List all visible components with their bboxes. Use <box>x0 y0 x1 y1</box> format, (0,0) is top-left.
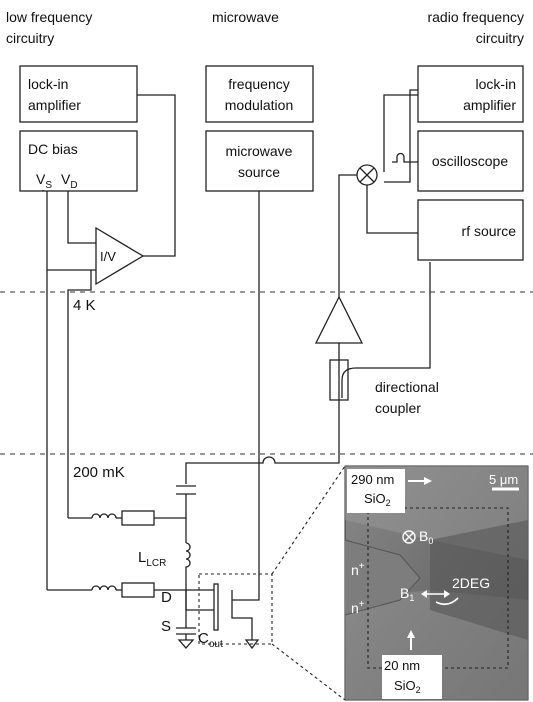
lockin-right-line2: amplifier <box>463 97 516 113</box>
rf-amplifier-icon <box>314 295 364 344</box>
wire-lockin-right-vertical <box>383 94 418 172</box>
vd-label: VD <box>61 171 78 191</box>
freq-mod-line1: frequency <box>228 76 289 92</box>
b1-label: B1 <box>400 585 414 603</box>
lockin-amplifier-left-box <box>19 65 138 123</box>
microwave-source-box <box>205 130 314 192</box>
mw-source-line1: microwave <box>226 143 293 159</box>
rf-source-box <box>417 199 524 261</box>
iv-label: I/V <box>100 249 116 264</box>
sem-top-thickness: 290 nm <box>351 472 394 487</box>
b0-cross <box>404 532 414 542</box>
sem-top-material: SiO2 <box>364 491 391 508</box>
header-low-frequency-line2: circuitry <box>6 30 54 46</box>
source-label: S <box>161 618 171 635</box>
sem-bottom-arrowhead <box>407 630 415 638</box>
coupling-capacitor-icon <box>176 485 196 518</box>
iv-converter-icon <box>95 226 145 286</box>
cout-label: Cout <box>198 630 223 650</box>
cout-capacitor-icon <box>176 627 196 640</box>
header-microwave: microwave <box>212 9 279 25</box>
sem-gate-region <box>430 520 528 640</box>
zoom-region <box>198 573 273 645</box>
source-inductor-icon <box>91 585 117 591</box>
header-radio-frequency-line1: radio frequency <box>427 9 524 25</box>
wire-microwave-source <box>232 191 260 601</box>
temp-4k: 4 K <box>73 297 96 314</box>
b1-arrowheads <box>421 590 450 598</box>
zoom-lines <box>271 465 346 701</box>
nplus-top-label: n+ <box>351 561 365 578</box>
coupler-label-line1: directional <box>375 379 439 395</box>
wire-coupler-to-tank <box>185 400 340 484</box>
device-plate-left <box>213 583 219 631</box>
oscilloscope-box <box>417 130 524 192</box>
ground-gate-icon <box>244 639 260 650</box>
coupler-label-line2: coupler <box>375 400 421 416</box>
sem-bottom-label-bg <box>382 655 442 699</box>
nplus-bottom-label: n+ <box>351 599 365 616</box>
ground-cout-icon <box>177 639 195 649</box>
sem-bottom-material: SiO2 <box>394 678 421 695</box>
lockin-amplifier-right-box <box>417 65 524 123</box>
sem-top-arrowhead <box>424 477 432 485</box>
sem-top-label-bg <box>347 469 405 513</box>
frequency-modulation-box <box>205 65 314 123</box>
wire-oscilloscope-hop <box>392 152 418 163</box>
lockin-left-line2: amplifier <box>28 97 81 113</box>
wire-dc-bias <box>42 190 96 270</box>
temp-200mk: 200 mK <box>73 464 125 481</box>
device-gate-wire <box>231 590 253 640</box>
wire-mixer-to-lockin <box>384 89 418 183</box>
lcr-label: LLCR <box>138 549 166 569</box>
wire-coupler-to-rf-source <box>341 262 431 398</box>
b0-direction-icon <box>402 530 416 544</box>
mw-source-line2: source <box>238 164 280 180</box>
b1-curved-arrow <box>435 597 459 606</box>
lockin-left-line1: lock-in <box>28 76 68 92</box>
lockin-right-line1: lock-in <box>476 76 516 92</box>
wire-mixer-to-amplifier <box>338 174 357 297</box>
header-low-frequency-line1: low frequency <box>6 9 92 25</box>
twodeg-label: 2DEG <box>452 575 490 591</box>
rf-source-label: rf source <box>462 223 517 239</box>
wire-iv-to-drain <box>67 270 92 518</box>
b0-label: B0 <box>419 528 433 546</box>
drain-resistor-icon <box>121 510 155 526</box>
dc-bias-box <box>19 130 138 192</box>
lcr-inductor-icon <box>185 542 214 611</box>
drain-label: D <box>161 589 172 606</box>
mixer-cross <box>359 167 375 183</box>
wire-iv-to-lockin <box>137 94 176 257</box>
drain-inductor-icon <box>91 513 117 519</box>
sem-bottom-thickness: 20 nm <box>384 658 420 673</box>
header-radio-frequency-line2: circuitry <box>476 30 524 46</box>
wire-drain-to-lcr <box>154 517 187 543</box>
dc-bias-label: DC bias <box>28 141 78 157</box>
vs-label: VS <box>36 171 52 191</box>
sem-scale-label: 5 μm <box>489 472 518 487</box>
freq-mod-line2: modulation <box>225 97 294 113</box>
wire-mixer-to-rf-source <box>366 184 418 234</box>
source-resistor-icon <box>121 582 155 598</box>
sem-nplus-regions <box>344 539 421 616</box>
oscilloscope-label: oscilloscope <box>432 153 508 169</box>
